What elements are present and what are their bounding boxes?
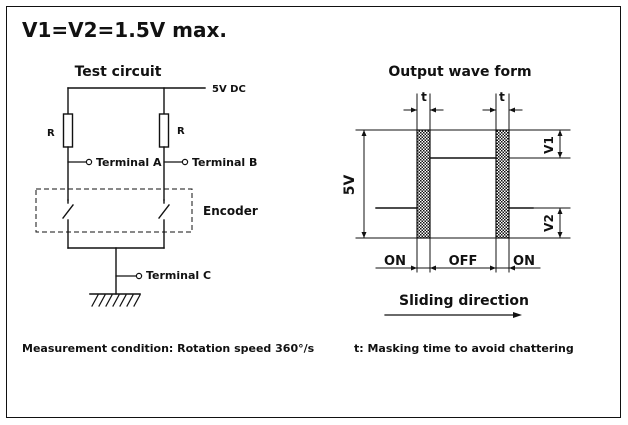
t-left-label: t <box>421 90 427 104</box>
outer-border <box>6 6 621 418</box>
sliding-arrowhead <box>513 312 522 318</box>
encoder-label: Encoder <box>203 204 258 218</box>
left-switch-blade <box>62 204 74 219</box>
mask-band-left <box>416 129 431 239</box>
waveform-heading: Output wave form <box>388 64 531 80</box>
v2-label: V2 <box>542 214 556 232</box>
on-left-label: ON <box>384 254 406 269</box>
terminal-b-node <box>181 158 189 166</box>
resistor-right <box>158 113 170 148</box>
ground-symbol <box>89 293 141 307</box>
output-waveform: Output wave form t t <box>342 64 571 318</box>
measurement-note: Measurement condition: Rotation speed 36… <box>22 342 315 355</box>
resistor-left <box>62 113 74 148</box>
diagram-title: V1=V2=1.5V max. <box>22 18 227 42</box>
off-label: OFF <box>449 254 478 269</box>
mask-band-right <box>495 129 510 239</box>
v-axis-label: 5V <box>342 175 358 196</box>
v1-label: V1 <box>542 136 556 154</box>
terminal-c-label: Terminal C <box>146 269 211 282</box>
on-right-label: ON <box>513 254 535 269</box>
masking-note: t: Masking time to avoid chattering <box>354 342 574 355</box>
v-axis-dimension <box>361 129 367 239</box>
sliding-direction-label: Sliding direction <box>399 293 529 309</box>
terminal-a-node <box>85 158 93 166</box>
resistor-right-label: R <box>177 126 185 137</box>
terminal-a-label: Terminal A <box>96 156 162 169</box>
v1-dimension <box>557 129 563 159</box>
t-right-dimension <box>482 93 523 131</box>
encoder-box <box>35 188 193 233</box>
on-off-scale <box>375 237 541 273</box>
v2-dimension <box>557 207 563 239</box>
right-switch-blade <box>158 204 170 219</box>
t-left-dimension <box>403 93 444 131</box>
circuit-heading: Test circuit <box>75 64 162 80</box>
t-right-label: t <box>499 90 505 104</box>
supply-label: 5V DC <box>212 84 246 95</box>
resistor-left-label: R <box>47 128 55 139</box>
terminal-b-label: Terminal B <box>192 156 257 169</box>
test-circuit: Test circuit 5V DC R Terminal A R Termin… <box>35 64 258 307</box>
terminal-c-node <box>135 272 143 280</box>
